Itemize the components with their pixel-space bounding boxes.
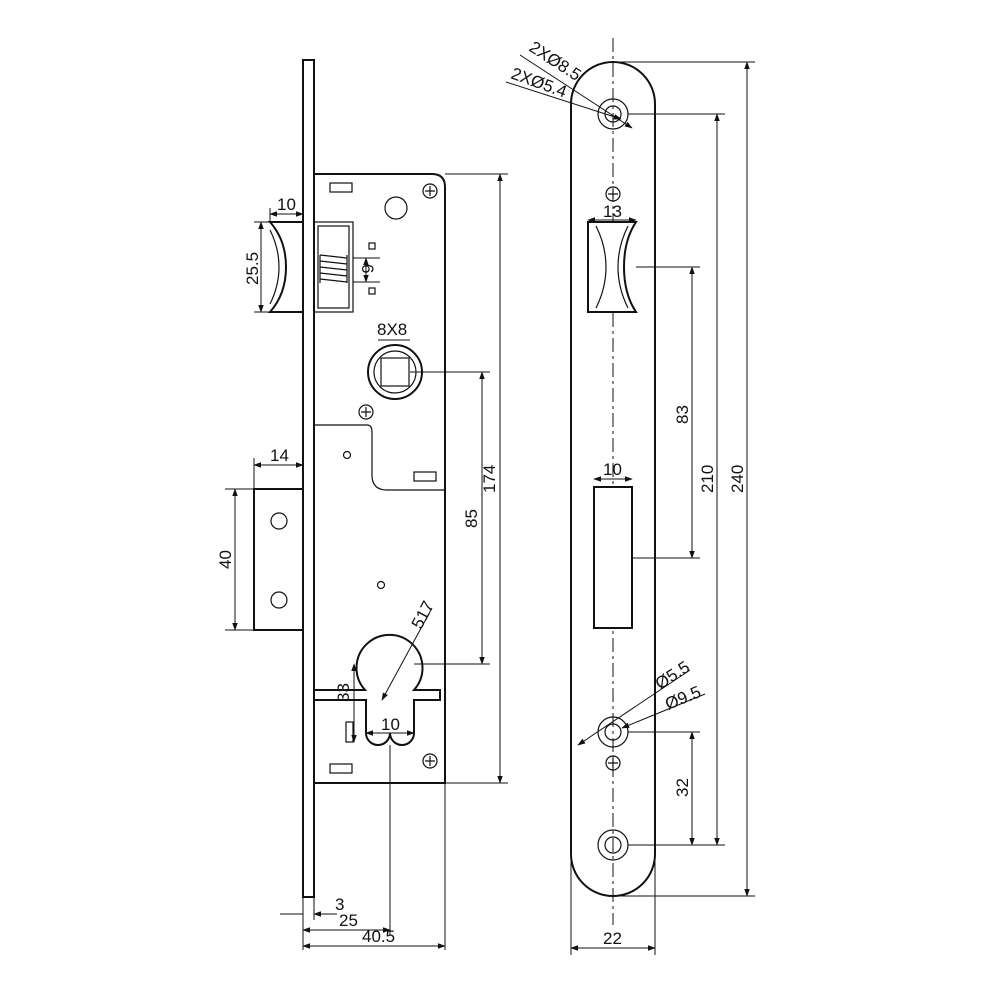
- cylinder-cutout: [313, 633, 441, 746]
- latch-spring-icon: [319, 254, 348, 283]
- dim-33-label: 33: [334, 683, 353, 702]
- case-screw-bottom-right-cross: [425, 756, 435, 766]
- dim-13-label: 13: [603, 202, 622, 221]
- dim-210-ext: [628, 113, 725, 846]
- front-latch-opening: [587, 221, 638, 313]
- case-screw-top-right-cross: [425, 186, 435, 196]
- case-inner-step: [314, 424, 445, 491]
- dim-85-label: 85: [462, 509, 481, 528]
- dim-3-label: 3: [335, 895, 344, 914]
- dim-83-label: 83: [673, 405, 692, 424]
- dim-25-label: 25: [339, 911, 358, 930]
- latch-bolt: [267, 221, 304, 313]
- lock-case: [313, 173, 446, 784]
- deadbolt-hole-top: [270, 512, 288, 530]
- dim-240-ext: [613, 61, 755, 897]
- dim-32-label: 32: [673, 778, 692, 797]
- dim-slot10-label: 10: [603, 460, 622, 479]
- latch-pin-top: [368, 242, 376, 250]
- case-pin-lower: [376, 580, 386, 590]
- dim-22-label: 22: [603, 929, 622, 948]
- case-screw-top-right: [422, 183, 438, 199]
- latch-bolt-bevel: [269, 229, 280, 305]
- case-hole-top: [384, 196, 408, 220]
- front-screw-lower-cross: [608, 758, 618, 768]
- latch-housing: [313, 221, 354, 313]
- front-hole-bottom-inner: [604, 836, 622, 854]
- case-screw-middle: [358, 404, 374, 420]
- latch-housing-inner: [317, 225, 350, 309]
- side-faceplate: [302, 59, 315, 898]
- deadbolt-hole-bottom: [270, 591, 288, 609]
- dim-hole-inner-leader: [505, 81, 622, 120]
- dim-517-leader: [381, 607, 433, 701]
- latch-pin-bottom: [368, 287, 376, 295]
- case-screw-bottom-right: [422, 753, 438, 769]
- front-screw-upper-cross: [608, 189, 618, 199]
- case-screw-middle-cross: [361, 407, 371, 417]
- dim-22-ext: [570, 860, 656, 955]
- front-view: 2XØ8.5 2XØ5.4 13 83 10 210 240 Ø5.5 Ø9.5…: [505, 37, 755, 955]
- dim-screw-d1-leader: [577, 669, 691, 746]
- dim-cyl10-label: 10: [381, 715, 400, 734]
- dim-bolt-width-label: 14: [270, 446, 289, 465]
- front-screw-lower: [605, 755, 621, 771]
- dim-210-label: 210: [698, 465, 717, 493]
- dim-spindle-label: 8X8: [377, 320, 407, 339]
- front-latch-opening-inner: [595, 225, 629, 309]
- case-slot-mid: [413, 471, 437, 482]
- dim-240-label: 240: [728, 465, 747, 493]
- dim-screw-d2-leader: [621, 693, 706, 729]
- deadbolt: [253, 488, 304, 631]
- case-slot-top: [329, 182, 353, 193]
- dim-latch-travel-label: 6: [358, 264, 377, 273]
- dim-bolt-height-label: 40: [216, 550, 235, 569]
- side-view: 10 25.5 6 8X8 14 40 85 174 517 33: [216, 59, 508, 950]
- dim-174-label: 174: [480, 465, 499, 493]
- dim-bolt-height-ext: [225, 488, 254, 631]
- dim-40.5-label: 40.5: [362, 927, 395, 946]
- front-cyl-hole-inner: [604, 723, 622, 741]
- dim-latch-width-label: 10: [277, 195, 296, 214]
- dim-latch-height-label: 25.5: [243, 252, 262, 285]
- case-slot-bottom: [329, 763, 353, 774]
- case-pin-upper: [342, 450, 352, 460]
- front-screw-upper: [605, 186, 621, 202]
- spindle-square: [380, 357, 410, 387]
- front-bolt-opening: [593, 486, 633, 629]
- dim-85-ext: [410, 371, 490, 665]
